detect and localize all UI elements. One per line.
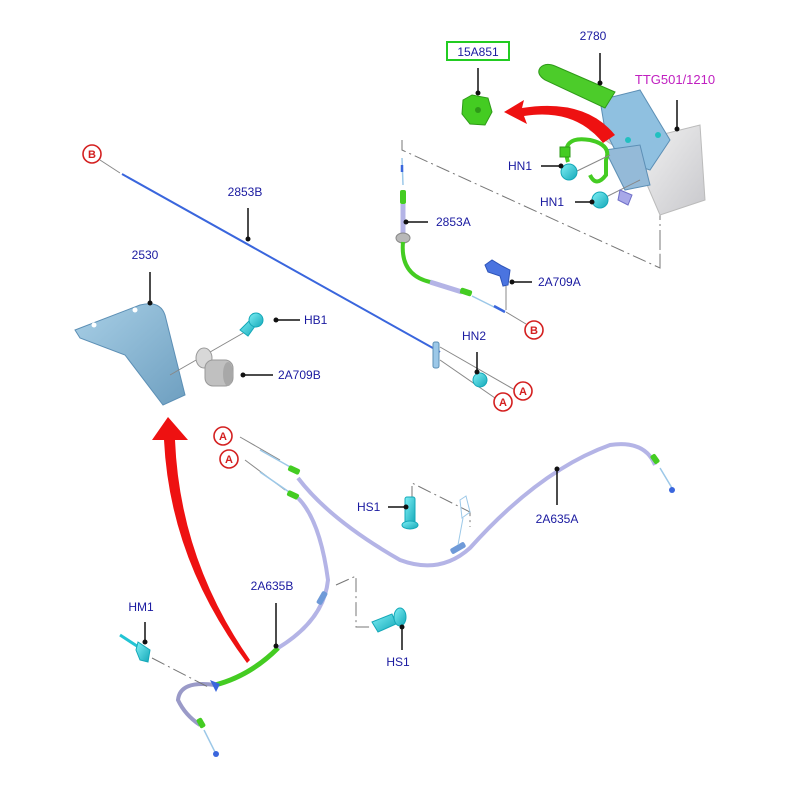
label-hn2: HN2: [462, 329, 486, 343]
rear-cable-2A635A: [239, 436, 675, 568]
cable-clip-link: [457, 517, 464, 546]
ref-marker-a-rear-1: A: [213, 426, 233, 446]
label-hm1: HM1: [128, 600, 154, 614]
lever-mechanism: [599, 89, 671, 191]
ref-marker-a-rear-2: A: [219, 449, 239, 469]
label-2A709B: 2A709B: [278, 368, 321, 382]
bolt-hs1-upper: [401, 482, 471, 530]
svg-text:B: B: [88, 149, 96, 161]
label-hs1-upper: HS1: [357, 500, 381, 514]
ref-marker-b-right: B: [505, 311, 544, 340]
ref-marker-a-equalizer-1: A: [513, 381, 533, 401]
rivet-hm1: [119, 633, 211, 689]
label-hn1-upper: HN1: [508, 159, 532, 173]
label-hb1: HB1: [304, 313, 328, 327]
label-2A709A: 2A709A: [538, 275, 581, 289]
nut-hn1-upper: [560, 154, 611, 181]
svg-text:A: A: [219, 431, 227, 443]
label-ttg-reference: TTG501/1210: [635, 72, 715, 87]
label-hs1-lower: HS1: [386, 655, 410, 669]
label-2853A: 2853A: [436, 215, 471, 229]
ref-marker-b-left: B: [82, 144, 102, 164]
ref-marker-a-equalizer-2: A: [493, 392, 513, 412]
clip-2A709B: [195, 347, 234, 387]
clip-2A709A: [484, 259, 511, 310]
leader-lines: [142, 53, 680, 650]
label-hn1-lower: HN1: [540, 195, 564, 209]
label-15A851: 15A851: [457, 45, 499, 59]
lever-button-15A851: [461, 94, 493, 126]
label-2780: 2780: [580, 29, 607, 43]
label-2A635A: 2A635A: [536, 512, 579, 526]
rear-cable-2A635B: [175, 459, 331, 757]
highlight-box-15A851: [446, 41, 510, 61]
bracket-2530: [74, 303, 186, 406]
direction-arrow-lower: [152, 417, 250, 663]
svg-text:A: A: [225, 454, 233, 466]
front-cable-2853A: [395, 157, 506, 314]
lever-handle-2780: [538, 63, 616, 109]
intermediate-cable-2853B: [99, 159, 441, 353]
label-2A635B: 2A635B: [251, 579, 294, 593]
cable-clip-upper: [459, 495, 471, 519]
equalizer: [432, 341, 516, 399]
lever-spring: [559, 137, 610, 184]
svg-text:A: A: [519, 386, 527, 398]
nut-hn2: [472, 372, 488, 388]
bolt-hs1-lower: [335, 575, 407, 633]
label-2530: 2530: [132, 248, 159, 262]
direction-arrow-upper: [504, 100, 615, 143]
svg-text:A: A: [499, 397, 507, 409]
label-2853B: 2853B: [228, 185, 263, 199]
lever-small-bracket: [617, 189, 633, 206]
svg-text:B: B: [530, 325, 538, 337]
